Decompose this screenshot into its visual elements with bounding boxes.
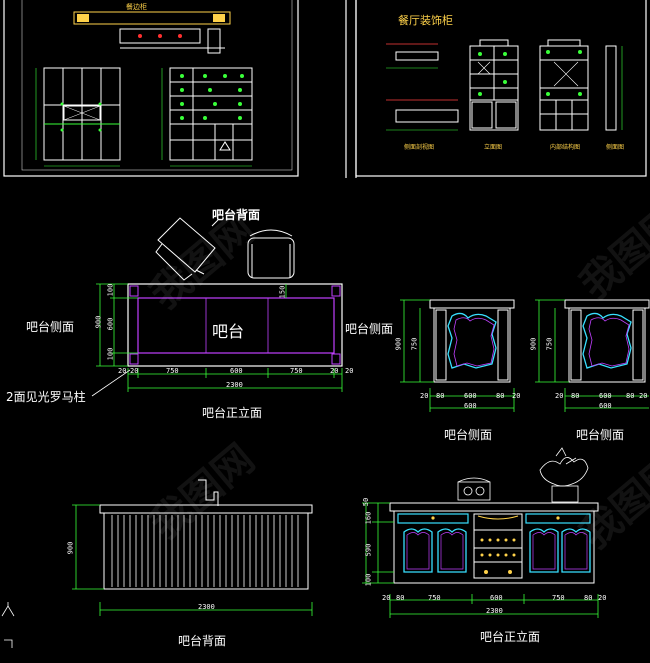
dim-text: 750	[552, 594, 565, 602]
ucs-icon	[1, 602, 15, 648]
bar-back-title: 吧台背面	[212, 208, 261, 222]
bar-right-side-label: 吧台侧面	[345, 322, 394, 336]
bar-front-elevation	[362, 447, 599, 618]
sheet-title-sideboard: 餐边柜	[126, 3, 147, 11]
dim-text: 80	[436, 392, 445, 400]
sheet-caption: 内部结构图	[550, 144, 581, 151]
dim-text: 20	[130, 367, 139, 375]
bar-counter-plan	[91, 217, 343, 397]
sheet-dining-sideboard	[3, 0, 299, 177]
roman-column-callout: 2面见光罗马柱	[6, 390, 86, 404]
bar-side-caption-1: 吧台侧面	[444, 428, 493, 442]
dim-text: 600	[464, 392, 477, 400]
dim-text: 2300	[198, 603, 215, 611]
sheet-caption: 侧面图	[606, 144, 625, 151]
dim-text: 100	[106, 347, 115, 361]
dim-text: 80	[571, 392, 580, 400]
sheet-caption: 侧面剖视图	[404, 144, 435, 151]
dim-text: 600	[106, 317, 115, 331]
dim-text: 600	[490, 594, 503, 602]
dim-text: 80	[496, 392, 505, 400]
dim-text: 600	[230, 367, 243, 375]
dim-text: 80	[626, 392, 635, 400]
dim-text: 900	[66, 541, 75, 555]
dim-text: 600	[599, 402, 612, 410]
bar-side-elevation-2	[535, 299, 650, 412]
sheet-dining-decor-cabinet	[345, 0, 647, 178]
dim-text: 80	[584, 594, 593, 602]
dim-text: 20	[330, 367, 339, 375]
dim-text: 750	[166, 367, 179, 375]
dim-text: 2300	[226, 381, 243, 389]
dim-text: 750	[428, 594, 441, 602]
dim-text: 20	[598, 594, 607, 602]
bar-left-side-label: 吧台侧面	[26, 320, 75, 334]
dim-text: 20	[382, 594, 391, 602]
dim-text: 900	[94, 315, 103, 329]
dim-text: 20	[420, 392, 429, 400]
dim-text: 900	[529, 337, 538, 351]
dim-text: 20	[512, 392, 521, 400]
dim-text: 80	[396, 594, 405, 602]
bar-front-caption-1: 吧台正立面	[202, 406, 263, 420]
dim-text: 750	[545, 337, 554, 351]
bar-side-caption-2: 吧台侧面	[576, 428, 625, 442]
dim-text: 20	[639, 392, 648, 400]
sheet-title-decor-cabinet: 餐厅装饰柜	[398, 14, 453, 27]
dim-text: 150	[278, 285, 287, 299]
dim-text: 100	[106, 283, 115, 297]
bar-back-elevation	[72, 479, 313, 616]
dim-text: 20	[345, 367, 354, 375]
dim-text: 590	[364, 543, 373, 557]
dim-text: 600	[464, 402, 477, 410]
dim-text: 20	[118, 367, 127, 375]
bar-front-caption-2: 吧台正立面	[480, 630, 541, 644]
bar-back-caption: 吧台背面	[178, 634, 227, 648]
bar-center-label: 吧台	[212, 322, 245, 341]
dim-text: 750	[410, 337, 419, 351]
dim-text: 900	[394, 337, 403, 351]
bar-side-elevation-1	[400, 299, 515, 412]
dim-text: 20	[555, 392, 564, 400]
dim-text: 160	[364, 511, 373, 525]
dim-text: 600	[599, 392, 612, 400]
sheet-caption: 立面图	[484, 144, 503, 151]
dim-text: 2300	[486, 607, 503, 615]
dim-text: 50	[362, 497, 371, 507]
dim-text: 100	[364, 573, 373, 587]
dim-text: 750	[290, 367, 303, 375]
